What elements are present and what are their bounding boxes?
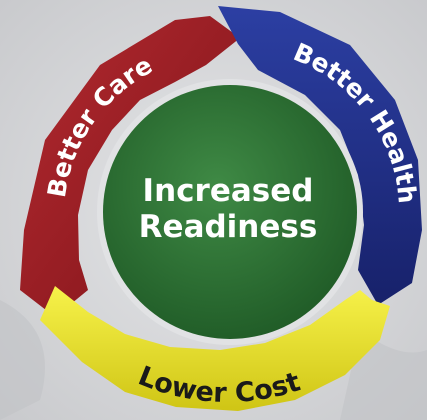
center-title-line2: Readiness [139, 209, 318, 245]
center-title-line1: Increased [143, 173, 314, 209]
lower-cost-arrow [40, 286, 390, 411]
better-care-arrow [20, 16, 240, 317]
better-health-arrow [218, 6, 422, 305]
background-map-shape [0, 300, 45, 420]
center-circle [103, 85, 357, 339]
